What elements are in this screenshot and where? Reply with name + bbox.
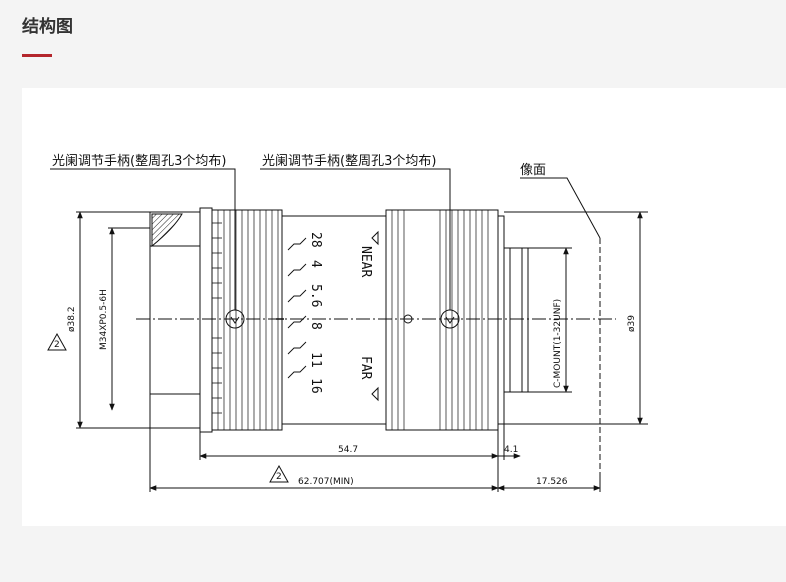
- callout-right-label: 光阑调节手柄(整周孔3个均布): [262, 154, 436, 169]
- aperture-4: 4: [308, 260, 323, 268]
- callout-left-label: 光阑调节手柄(整周孔3个均布): [52, 154, 226, 169]
- near-label: NEAR: [358, 246, 373, 277]
- image-plane-leader: [520, 177, 601, 239]
- callout-leader-left: [50, 168, 236, 310]
- note-mark-left: 2: [54, 340, 60, 350]
- knurl-front: [212, 222, 222, 414]
- mount-label: C-MOUNT(1-32UNF): [553, 299, 563, 388]
- dim-54-7-label: 54.7: [338, 445, 358, 455]
- aperture-11: 11: [308, 352, 323, 368]
- thread-label: M34XP0.5-6H: [99, 289, 109, 350]
- section-title: 结构图: [22, 17, 73, 37]
- lens-structure-drawing: 光阑调节手柄(整周孔3个均布) 光阑调节手柄(整周孔3个均布) 像面 28 4 …: [47, 154, 648, 492]
- dim-flange-label: 17.526: [536, 477, 568, 487]
- aperture-detents: [287, 237, 307, 379]
- aperture-5-6: 5.6: [308, 284, 323, 307]
- front-thread-body: [149, 211, 201, 429]
- aperture-8: 8: [308, 322, 323, 330]
- focus-ring-knurl: [391, 210, 489, 430]
- focus-ring: [385, 209, 499, 431]
- note-triangle-bottom: [269, 464, 289, 483]
- aperture-ring-knurl: [217, 210, 279, 430]
- thread-hatch: [151, 213, 183, 248]
- note-mark-bottom: 2: [276, 472, 282, 482]
- note-triangle-left: [47, 332, 67, 351]
- focus-screw-hole: [403, 314, 413, 324]
- aperture-28: 28: [308, 232, 323, 248]
- dim-total-label: 62.707(MIN): [298, 477, 354, 487]
- dim-4-1-label: 4.1: [504, 445, 518, 455]
- title-accent-bar: [22, 54, 52, 57]
- diameter-left-label: ø38.2: [67, 306, 77, 332]
- aperture-ring-front: [199, 207, 213, 433]
- aperture-ring: [211, 209, 283, 431]
- c-mount: [503, 247, 529, 393]
- image-plane-label: 像面: [520, 163, 546, 178]
- drawing-card: 光阑调节手柄(整周孔3个均布) 光阑调节手柄(整周孔3个均布) 像面 28 4 …: [22, 88, 786, 526]
- aperture-16: 16: [308, 378, 323, 394]
- far-label: FAR: [358, 356, 373, 380]
- rear-flange: [497, 215, 505, 425]
- diameter-right-label: ø39: [627, 315, 637, 332]
- callout-leader-right: [260, 168, 451, 310]
